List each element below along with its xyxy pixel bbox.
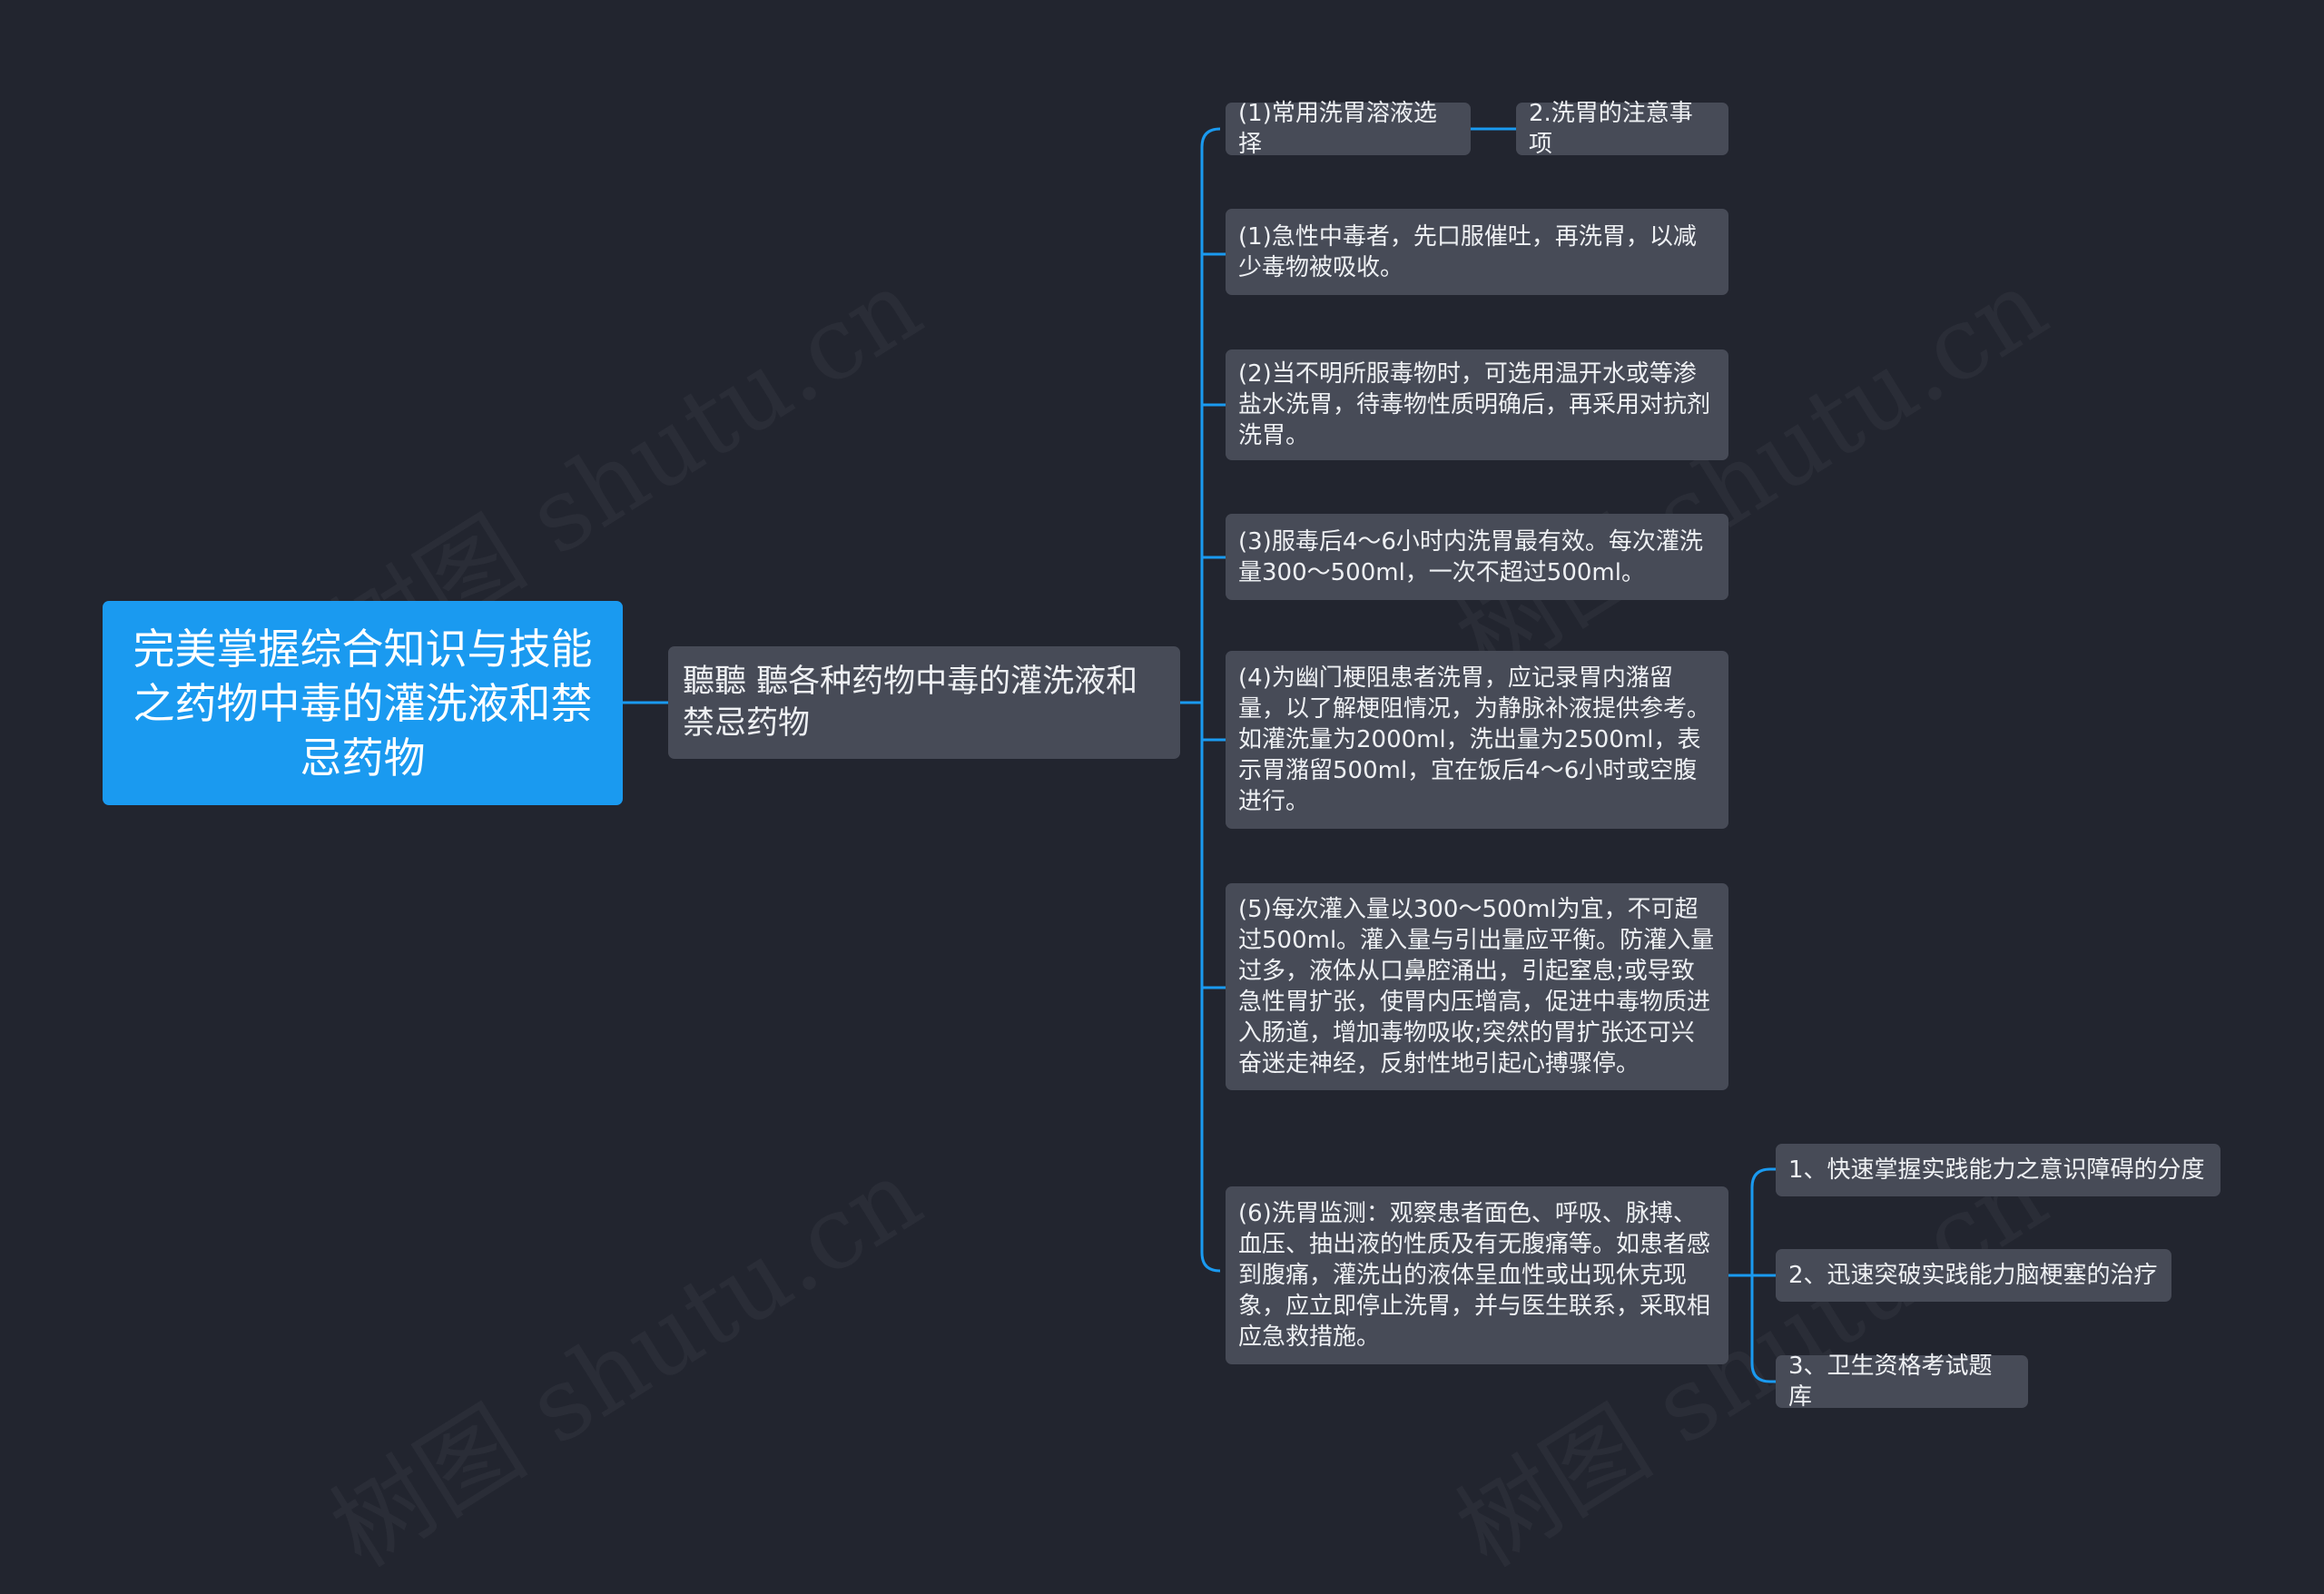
root-node-label: 完美掌握综合知识与技能之药物中毒的灌洗液和禁忌药物 bbox=[133, 624, 593, 782]
item6-child-label: 3、卫生资格考试题库 bbox=[1788, 1353, 1993, 1411]
root-node[interactable]: 完美掌握综合知识与技能之药物中毒的灌洗液和禁忌药物 bbox=[103, 601, 623, 805]
item-node-0[interactable]: (1)常用洗胃溶液选择 bbox=[1226, 100, 1471, 158]
branch-node-label: 聽聽 聽各种药物中毒的灌洗液和禁忌药物 bbox=[683, 664, 1138, 742]
item-node-6[interactable]: (6)洗胃监测：观察患者面色、呼吸、脉搏、血压、抽出液的性质及有无腹痛等。如患者… bbox=[1226, 1186, 1728, 1364]
item-node-label: (2)当不明所服毒物时，可选用温开水或等渗盐水洗胃，待毒物性质明确后，再采用对抗… bbox=[1238, 360, 1711, 449]
item-node-label: (5)每次灌入量以300～500ml为宜，不可超过500ml。灌入量与引出量应平… bbox=[1238, 896, 1715, 1077]
item-node-label: (4)为幽门梗阻患者洗胃，应记录胃内潴留量，以了解梗阻情况，为静脉补液提供参考。… bbox=[1238, 664, 1711, 815]
item-node-label: (6)洗胃监测：观察患者面色、呼吸、脉搏、血压、抽出液的性质及有无腹痛等。如患者… bbox=[1238, 1200, 1711, 1351]
item-node-2[interactable]: (2)当不明所服毒物时，可选用温开水或等渗盐水洗胃，待毒物性质明确后，再采用对抗… bbox=[1226, 349, 1728, 460]
item-node-5[interactable]: (5)每次灌入量以300～500ml为宜，不可超过500ml。灌入量与引出量应平… bbox=[1226, 883, 1728, 1090]
item-node-label: (1)急性中毒者，先口服催吐，再洗胃，以减少毒物被吸收。 bbox=[1238, 222, 1697, 281]
branch-node[interactable]: 聽聽 聽各种药物中毒的灌洗液和禁忌药物 bbox=[668, 646, 1180, 759]
item-node-4[interactable]: (4)为幽门梗阻患者洗胃，应记录胃内潴留量，以了解梗阻情况，为静脉补液提供参考。… bbox=[1226, 651, 1728, 829]
item-node-label: (1)常用洗胃溶液选择 bbox=[1238, 100, 1437, 158]
item6-child-node-1[interactable]: 2、迅速突破实践能力脑梗塞的治疗 bbox=[1776, 1249, 2171, 1302]
link-trunk bbox=[1200, 127, 1221, 1273]
item-node-3[interactable]: (3)服毒后4～6小时内洗胃最有效。每次灌洗量300～500ml，一次不超过50… bbox=[1226, 514, 1728, 600]
link-item6-sub bbox=[1750, 1167, 1776, 1383]
item6-child-node-2[interactable]: 3、卫生资格考试题库 bbox=[1776, 1353, 2028, 1411]
item6-child-label: 2、迅速突破实践能力脑梗塞的治疗 bbox=[1788, 1262, 2158, 1289]
item0-child-label: 2.洗胃的注意事项 bbox=[1529, 100, 1693, 158]
item6-child-node-0[interactable]: 1、快速掌握实践能力之意识障碍的分度 bbox=[1776, 1144, 2221, 1196]
item6-child-label: 1、快速掌握实践能力之意识障碍的分度 bbox=[1788, 1156, 2205, 1184]
item-node-1[interactable]: (1)急性中毒者，先口服催吐，再洗胃，以减少毒物被吸收。 bbox=[1226, 209, 1728, 295]
connector-lines bbox=[623, 127, 1776, 1383]
item0-child-node[interactable]: 2.洗胃的注意事项 bbox=[1516, 100, 1728, 158]
mindmap-canvas: 树图 shutu.cn 树图 shutu.cn 树图 shutu.cn 树图 s… bbox=[103, 100, 2221, 1411]
item-node-label: (3)服毒后4～6小时内洗胃最有效。每次灌洗量300～500ml，一次不超过50… bbox=[1238, 527, 1703, 586]
